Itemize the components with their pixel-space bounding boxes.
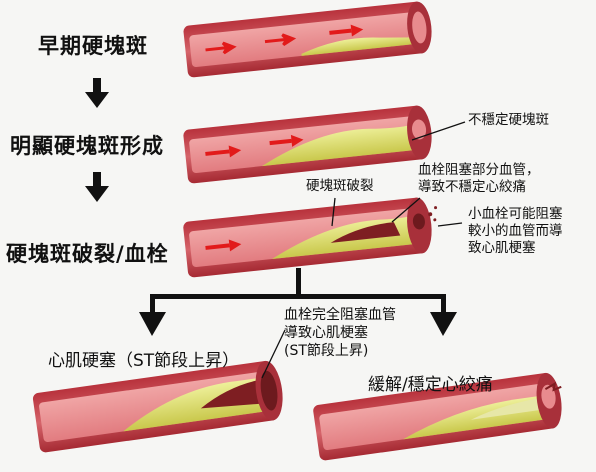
leader-full-block — [261, 329, 286, 379]
stage-label-early-plaque: 早期硬塊斑 — [38, 34, 148, 58]
annotation-small-clot: 小血栓可能阻塞 較小的血管而導 致心肌梗塞 — [468, 206, 563, 257]
stage-arrow-1 — [85, 78, 109, 108]
annotation-small-clot-line2: 較小的血管而導 — [468, 223, 563, 239]
stage-label-significant-plaque: 明顯硬塊斑形成 — [10, 134, 164, 158]
vessel-early-plaque — [183, 1, 432, 78]
annotation-full-block-line3: (ST節段上昇) — [284, 343, 369, 359]
leader-unstable-plaque — [411, 121, 466, 141]
annotation-full-block-line1: 血栓完全阻塞血管 — [284, 307, 396, 323]
stage-label-mi: 心肌硬塞（ST節段上昇） — [48, 351, 240, 371]
annotation-small-clot-line1: 小血栓可能阻塞 — [468, 206, 563, 222]
annotation-plaque-rupture: 硬塊斑破裂 — [306, 178, 374, 194]
annotation-partial-block-line1: 血栓阻塞部分血管， — [418, 162, 540, 178]
leader-rupture — [331, 197, 336, 227]
vessel-significant-plaque — [183, 105, 432, 184]
vessel-stable — [313, 372, 562, 461]
annotation-partial-block-line2: 導致不穩定心絞痛 — [418, 179, 526, 195]
annotation-unstable-plaque: 不穩定硬塊斑 — [468, 112, 549, 128]
stage-label-stable-angina: 緩解/穩定心絞痛 — [368, 375, 493, 395]
annotation-partial-block: 血栓阻塞部分血管， 導致不穩定心絞痛 — [418, 162, 540, 196]
annotation-full-block: 血栓完全阻塞血管 導致心肌梗塞 (ST節段上昇) — [284, 306, 396, 360]
stage-label-rupture-thrombus: 硬塊斑破裂/血栓 — [6, 242, 169, 266]
vessel-rupture-thrombus — [183, 197, 438, 278]
leader-small-clot — [437, 222, 463, 227]
leader-partial-block — [391, 197, 421, 223]
vessel-full-block — [32, 360, 283, 453]
annotation-small-clot-line3: 致心肌梗塞 — [468, 240, 536, 256]
annotation-full-block-line2: 導致心肌梗塞 — [284, 325, 368, 341]
stage-arrow-2 — [85, 172, 109, 202]
branch-connector — [139, 268, 457, 336]
